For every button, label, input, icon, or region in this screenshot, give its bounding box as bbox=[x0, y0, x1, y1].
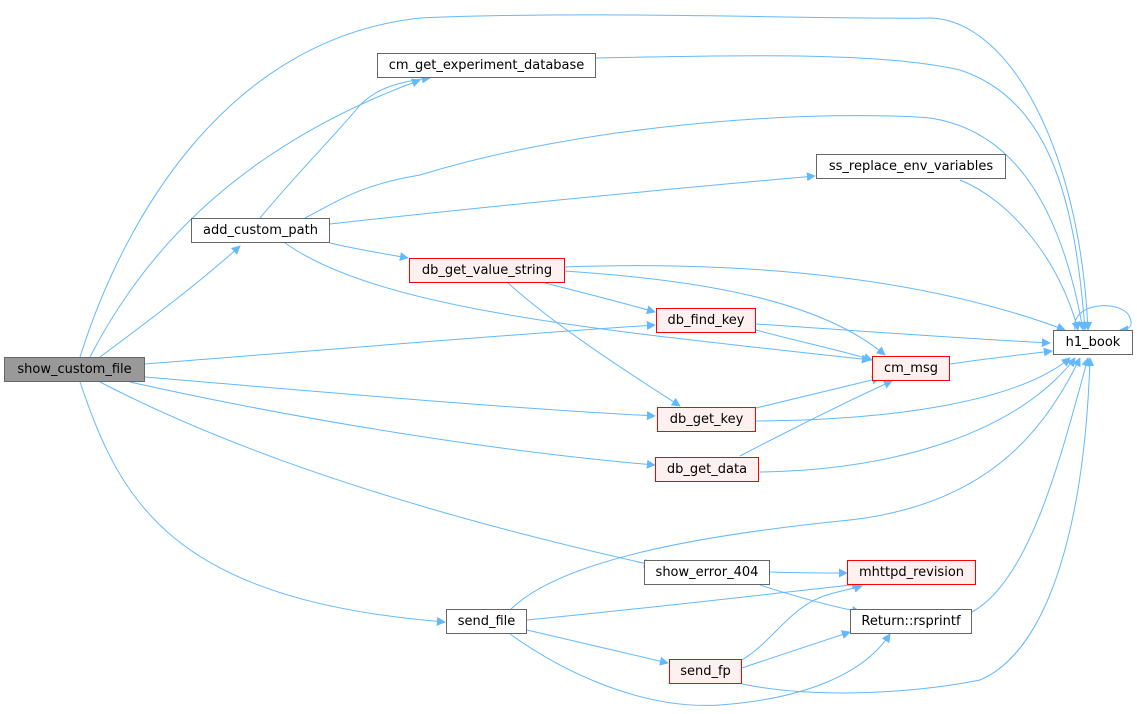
node-db-get-value-string[interactable]: db_get_value_string bbox=[409, 258, 565, 283]
node-return-rsprintf[interactable]: Return::rsprintf bbox=[850, 609, 972, 634]
node-cm-msg[interactable]: cm_msg bbox=[872, 356, 950, 381]
edge-send-fp-to-return-rsprintf bbox=[741, 630, 851, 669]
edge-show-custom-file-to-db-find-key bbox=[144, 321, 656, 365]
edge-db-get-value-string-to-cm-msg bbox=[563, 270, 886, 356]
edge-send-fp-to-mhttpd-revision bbox=[741, 583, 863, 661]
edge-db-find-key-to-h1-book bbox=[755, 323, 1051, 348]
edge-send-file-to-mhttpd-revision bbox=[526, 580, 861, 621]
edge-db-get-value-string-to-h1-book bbox=[563, 265, 1066, 332]
node-db-find-key[interactable]: db_find_key bbox=[656, 308, 756, 333]
edge-show-custom-file-to-h1-book bbox=[79, 14, 1093, 358]
edge-show-custom-file-to-send-file bbox=[79, 381, 446, 626]
node-db-get-data[interactable]: db_get_data bbox=[655, 457, 759, 482]
node-db-get-key[interactable]: db_get_key bbox=[657, 407, 756, 432]
edge-db-find-key-to-cm-msg bbox=[755, 329, 873, 362]
node-add-custom-path[interactable]: add_custom_path bbox=[191, 218, 330, 243]
edge-db-get-value-string-to-db-get-key bbox=[507, 282, 681, 407]
edge-show-error-404-to-return-rsprintf bbox=[759, 584, 861, 615]
node-ss-replace-env-variables[interactable]: ss_replace_env_variables bbox=[816, 154, 1006, 179]
edge-add-custom-path-to-ss-replace-env-variables bbox=[329, 172, 816, 225]
edge-add-custom-path-to-cm-msg bbox=[284, 242, 871, 364]
edge-return-rsprintf-to-h1-book bbox=[971, 357, 1091, 613]
edge-send-file-to-h1-book bbox=[509, 357, 1081, 611]
edge-send-file-to-return-rsprintf bbox=[509, 633, 891, 706]
edge-cm-get-experiment-database-to-h1-book bbox=[595, 55, 1089, 331]
edge-db-get-data-to-cm-msg bbox=[739, 380, 893, 457]
edge-add-custom-path-to-cm-get-experiment-database bbox=[259, 74, 431, 219]
node-show-custom-file[interactable]: show_custom_file bbox=[4, 357, 145, 382]
edge-cm-msg-to-h1-book bbox=[949, 347, 1053, 365]
edge-show-custom-file-to-cm-get-experiment-database bbox=[89, 78, 421, 358]
node-cm-get-experiment-database[interactable]: cm_get_experiment_database bbox=[377, 53, 596, 78]
node-send-file[interactable]: send_file bbox=[446, 609, 527, 634]
edge-h1-book-self-loop bbox=[1074, 305, 1132, 335]
edge-show-custom-file-to-show-error-404 bbox=[99, 381, 653, 568]
edge-send-file-to-send-fp bbox=[526, 629, 669, 666]
node-show-error-404[interactable]: show_error_404 bbox=[644, 560, 770, 585]
edge-db-get-key-to-cm-msg bbox=[755, 375, 881, 409]
edge-show-error-404-to-mhttpd-revision bbox=[769, 568, 848, 578]
edge-show-custom-file-to-db-get-data bbox=[129, 381, 656, 469]
node-send-fp[interactable]: send_fp bbox=[669, 659, 742, 684]
edge-show-custom-file-to-db-get-key bbox=[144, 376, 656, 421]
edge-add-custom-path-to-db-get-value-string bbox=[329, 242, 409, 262]
node-mhttpd-revision[interactable]: mhttpd_revision bbox=[847, 560, 976, 585]
edge-db-get-value-string-to-db-find-key bbox=[544, 282, 656, 315]
node-h1-book[interactable]: h1_book bbox=[1053, 330, 1133, 355]
edge-ss-replace-env-variables-to-h1-book bbox=[959, 179, 1081, 331]
edge-db-get-data-to-h1-book bbox=[759, 357, 1076, 473]
edge-add-custom-path-to-h1-book bbox=[304, 115, 1087, 331]
edge-send-fp-to-h1-book bbox=[741, 357, 1095, 694]
edge-show-custom-file-to-add-custom-path bbox=[99, 245, 241, 358]
